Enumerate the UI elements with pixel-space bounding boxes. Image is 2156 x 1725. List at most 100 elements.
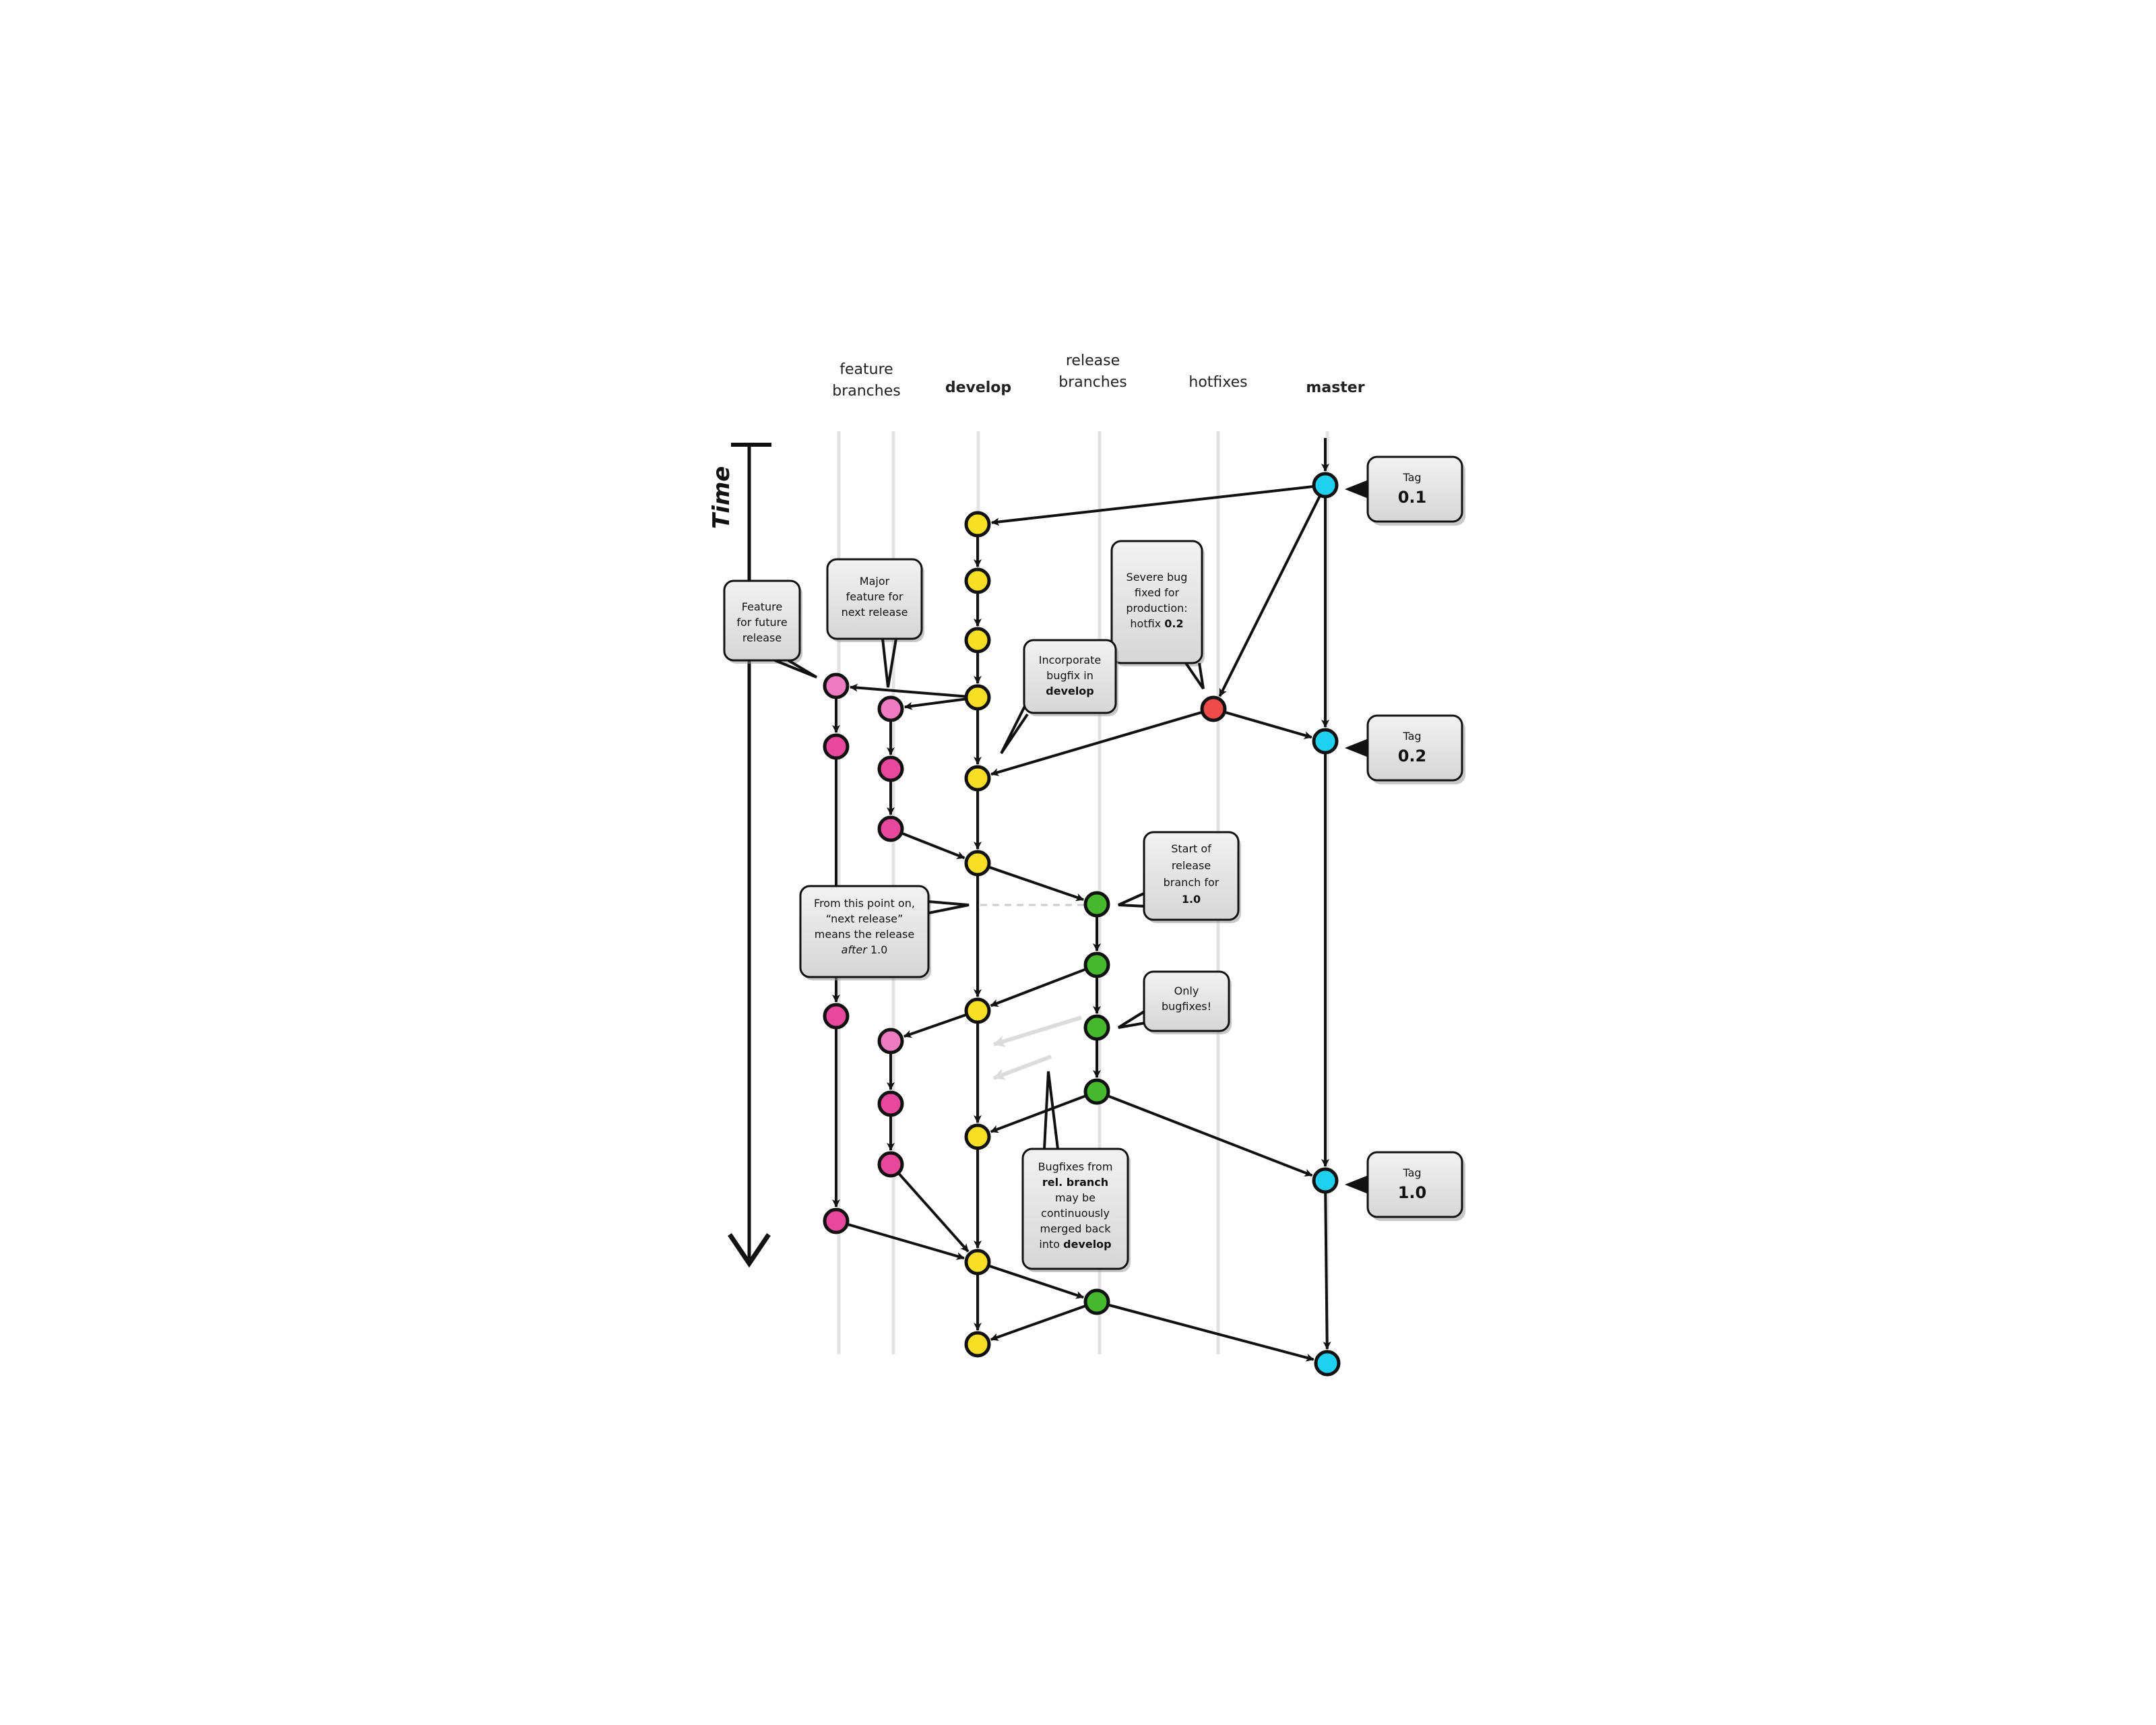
commit-node-master-m2: [1312, 728, 1339, 755]
callout-box: [1143, 970, 1230, 1032]
edge-fb3-d6: [901, 832, 965, 860]
callout-next-release: From this point on, “next release” means t…: [799, 885, 970, 980]
commit-node-develop-d1: [964, 511, 991, 538]
edge-r4-d8: [990, 1094, 1085, 1133]
commit-node-develop-d7: [964, 997, 991, 1024]
tag-version: 1.0: [1398, 1183, 1427, 1202]
tag-label: Tag: [1402, 1166, 1421, 1179]
commit-node-release-r1: [1083, 891, 1110, 918]
tag-version: 0.1: [1398, 488, 1427, 507]
lane-label-feature: feature: [839, 361, 893, 378]
lane-label-release: release: [1066, 352, 1120, 369]
commit-node-hotfix-h1: [1200, 695, 1227, 722]
commit-node-feature-fa2: [823, 733, 850, 760]
callout-line: fixed for: [1135, 586, 1180, 599]
callout-line: Incorporate: [1039, 654, 1101, 666]
callout-line: Severe bug: [1127, 571, 1188, 584]
callout-line: “next release”: [826, 912, 903, 925]
commit-nodes: [823, 472, 1341, 1377]
commit-node-feature-fb1: [877, 695, 904, 722]
edge-d7-fb4: [903, 1013, 966, 1038]
callout-line: after 1.0: [842, 943, 888, 956]
callout-line: Feature: [742, 600, 782, 613]
light-arrow-1: [992, 1015, 1082, 1047]
commit-node-release-r5: [1083, 1288, 1110, 1315]
commit-node-develop-d10: [964, 1331, 991, 1358]
callout-box: [1143, 831, 1240, 921]
callout-line: release: [1172, 859, 1211, 872]
callout-line: release: [742, 631, 782, 644]
lane-label-hotfixes: hotfixes: [1188, 374, 1247, 391]
edge-r2-d7: [990, 968, 1085, 1007]
callout-line: for future: [736, 616, 787, 629]
commit-node-develop-d4: [964, 684, 991, 711]
edge-fa4-d9: [848, 1223, 965, 1260]
commit-node-release-r2: [1083, 951, 1110, 978]
commit-node-feature-fb2: [877, 755, 904, 782]
callout-line: From this point on,: [814, 897, 915, 910]
time-label: Time: [708, 466, 735, 529]
edge-h1-d5: [990, 711, 1202, 776]
time-axis: Time: [708, 443, 771, 1268]
tag-box: [1366, 1151, 1463, 1218]
commit-node-release-r4: [1083, 1078, 1110, 1105]
callout-line: Only: [1174, 984, 1199, 997]
callout-box: [1023, 639, 1117, 714]
lane-label-develop: develop: [945, 379, 1011, 396]
lane-label-master: master: [1306, 379, 1364, 396]
edge-h1-m2: [1225, 711, 1312, 739]
callout-line: feature for: [846, 590, 903, 603]
callout-line: Start of: [1171, 842, 1211, 855]
callout-line: next release: [842, 606, 908, 619]
callout-box: [1110, 540, 1203, 664]
edge-d4-fa1: [849, 683, 965, 698]
tag-label: Tag: [1402, 471, 1421, 484]
callout-box: [723, 579, 801, 662]
callout-line: develop: [1046, 685, 1094, 697]
commit-node-develop-d3: [964, 627, 991, 654]
edge-r5-d10: [990, 1305, 1085, 1341]
commit-node-feature-fb6: [877, 1151, 904, 1178]
callout-major-feature: Major feature for next release: [826, 558, 924, 688]
tag-bubble-tag-10: Tag 1.0: [1344, 1151, 1465, 1221]
commit-node-feature-fa1: [823, 672, 850, 699]
commit-node-develop-d6: [964, 850, 991, 877]
edge-m1-d1: [990, 485, 1313, 526]
callout-box: [799, 885, 930, 978]
callout-line: Major: [860, 575, 890, 588]
callout-line: production:: [1126, 602, 1187, 615]
lane-labels: feature branches develop release branches hot…: [832, 352, 1364, 400]
lane-label-release: branches: [1058, 374, 1127, 391]
commit-node-develop-d2: [964, 567, 991, 594]
lane-label-feature: branches: [832, 383, 900, 400]
commit-node-feature-fb3: [877, 815, 904, 842]
commit-node-release-r3: [1083, 1014, 1110, 1041]
commit-edges: [832, 438, 1331, 1362]
commit-node-feature-fa3: [823, 1003, 850, 1030]
callout-line: bugfixes!: [1162, 1000, 1211, 1013]
commit-node-develop-d5: [964, 765, 991, 792]
time-axis-arrowhead: [728, 1233, 771, 1268]
callout-line: means the release: [815, 928, 914, 941]
commit-node-feature-fb4: [877, 1028, 904, 1055]
callout-feature-future: Feature for future release: [723, 579, 818, 679]
callout-line: merged back: [1040, 1222, 1112, 1235]
edge-d4-fb1: [903, 697, 965, 710]
edge-d6-r1: [989, 866, 1085, 902]
commit-node-master-m3: [1312, 1167, 1339, 1194]
tag-box: [1366, 456, 1463, 523]
callout-line: 1.0: [1182, 893, 1201, 906]
commit-node-feature-fb5: [877, 1090, 904, 1117]
light-arrow-2: [992, 1055, 1052, 1080]
callout-line: into develop: [1039, 1238, 1111, 1251]
tag-bubble-tag-01: Tag 0.1: [1344, 456, 1465, 526]
edge-r4-m3: [1108, 1095, 1313, 1177]
commit-node-feature-fa4: [823, 1208, 850, 1234]
callout-only-bugfixes: Only bugfixes!: [1117, 970, 1232, 1034]
